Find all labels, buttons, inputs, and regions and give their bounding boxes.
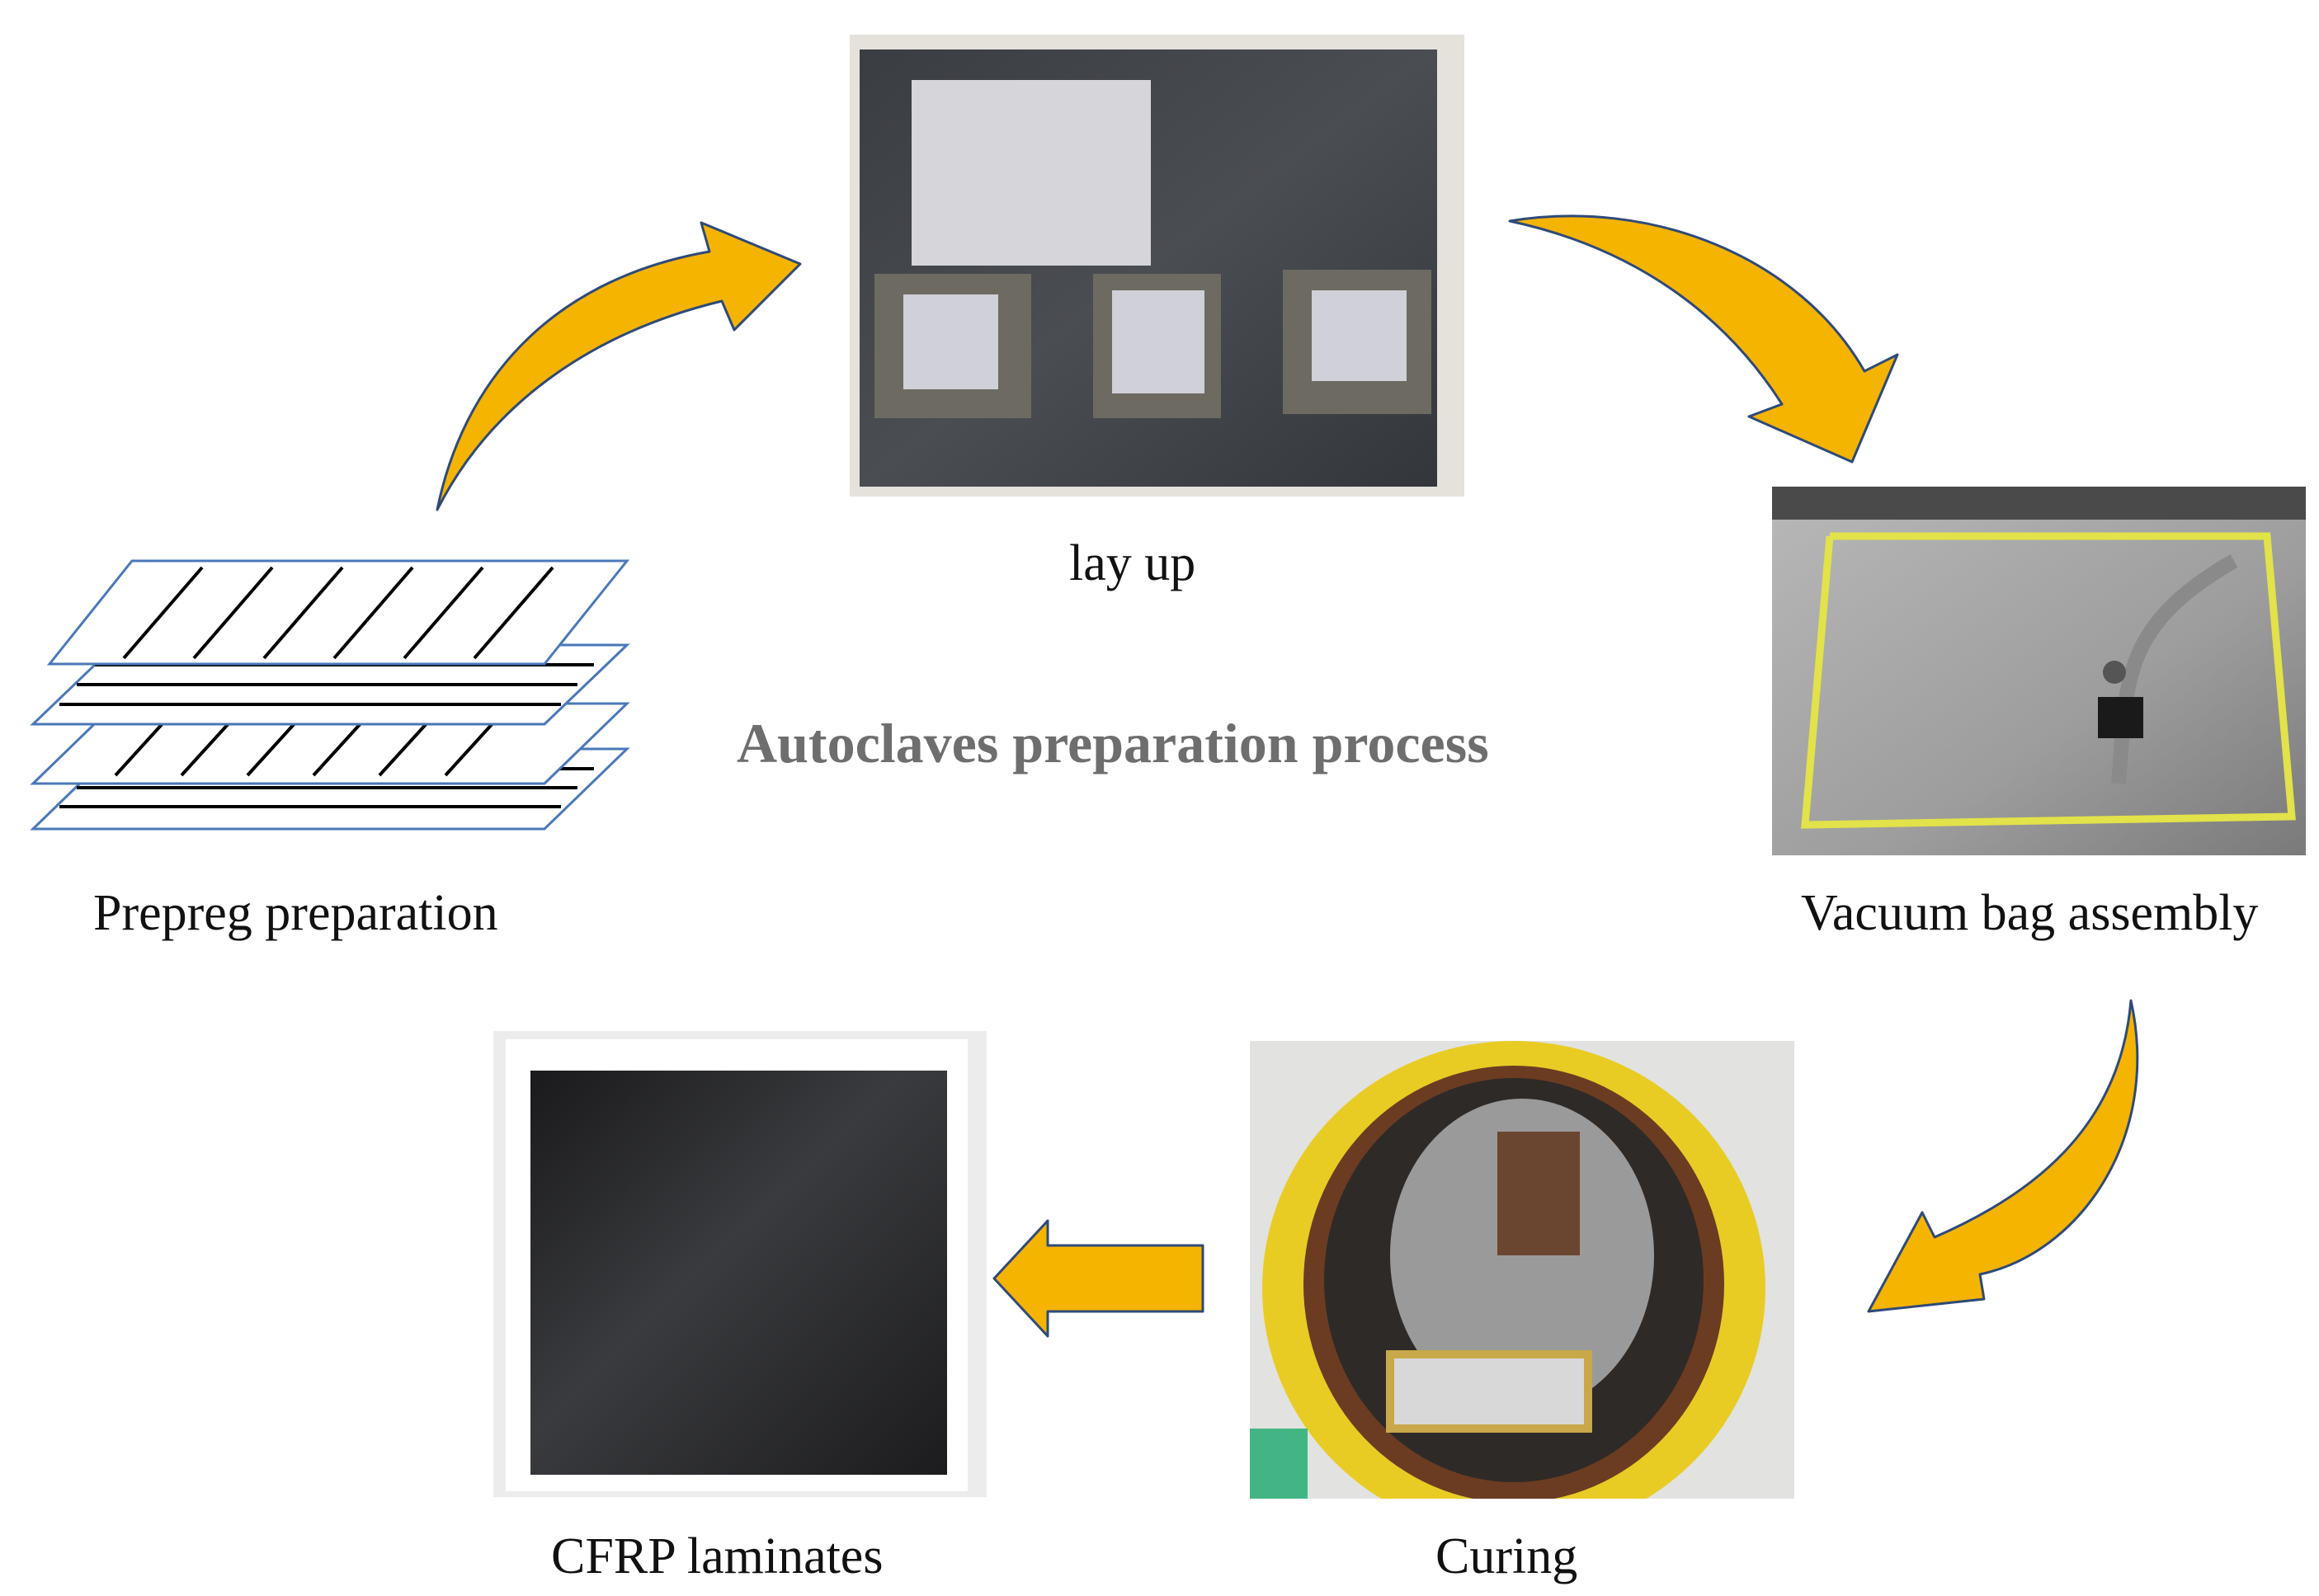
arrow-layup-to-vacuum (1508, 214, 1899, 464)
curing-photo (1250, 1041, 1794, 1499)
prepreg-plies-drawing (30, 559, 630, 831)
prepreg-preparation-label: Prepreg preparation (93, 885, 498, 941)
arrow-curing-to-laminates (992, 1219, 1204, 1338)
diagram-title: Autoclaves preparation process (737, 712, 1489, 774)
cfrp-laminates-photo (493, 1031, 987, 1497)
layup-photo (850, 35, 1464, 497)
vacuum-bag-assembly-label: Vacuum bag assembly (1801, 885, 2259, 941)
arrow-prepreg-to-layup (436, 221, 802, 511)
cfrp-laminates-label: CFRP laminates (551, 1528, 884, 1584)
curing-label: Curing (1435, 1528, 1578, 1584)
vacuum-bag-illustration (1772, 487, 2306, 855)
layup-label: lay up (1069, 535, 1196, 591)
autoclave-illustration (1250, 1041, 1794, 1499)
ply-1 (46, 559, 630, 666)
cfrp-laminate-illustration (493, 1031, 987, 1497)
layup-photo-illustration (850, 35, 1464, 497)
vacuum-bag-photo (1772, 487, 2306, 855)
arrow-vacuum-to-curing (1867, 999, 2139, 1313)
